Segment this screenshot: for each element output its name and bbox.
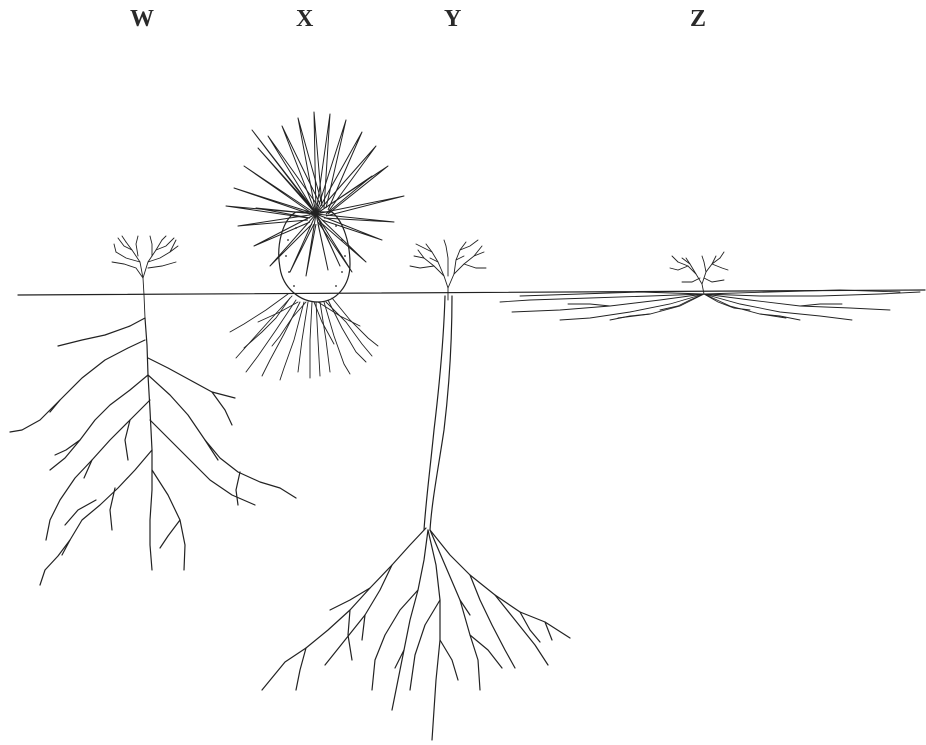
plant-x	[226, 112, 404, 380]
plant-z-shoot	[670, 252, 728, 294]
plant-y	[262, 240, 570, 740]
plant-z-roots	[500, 290, 920, 320]
plant-y-roots	[262, 528, 570, 740]
plant-x-leaves	[226, 112, 404, 276]
plant-z	[500, 252, 920, 320]
plant-w-roots	[10, 318, 296, 585]
plant-y-shoot	[410, 240, 486, 300]
plant-x-roots	[230, 294, 378, 380]
plant-w-shoot	[112, 236, 178, 318]
soil-surface-line	[18, 290, 925, 295]
plant-y-taproot	[424, 296, 452, 530]
plant-w	[10, 236, 296, 585]
